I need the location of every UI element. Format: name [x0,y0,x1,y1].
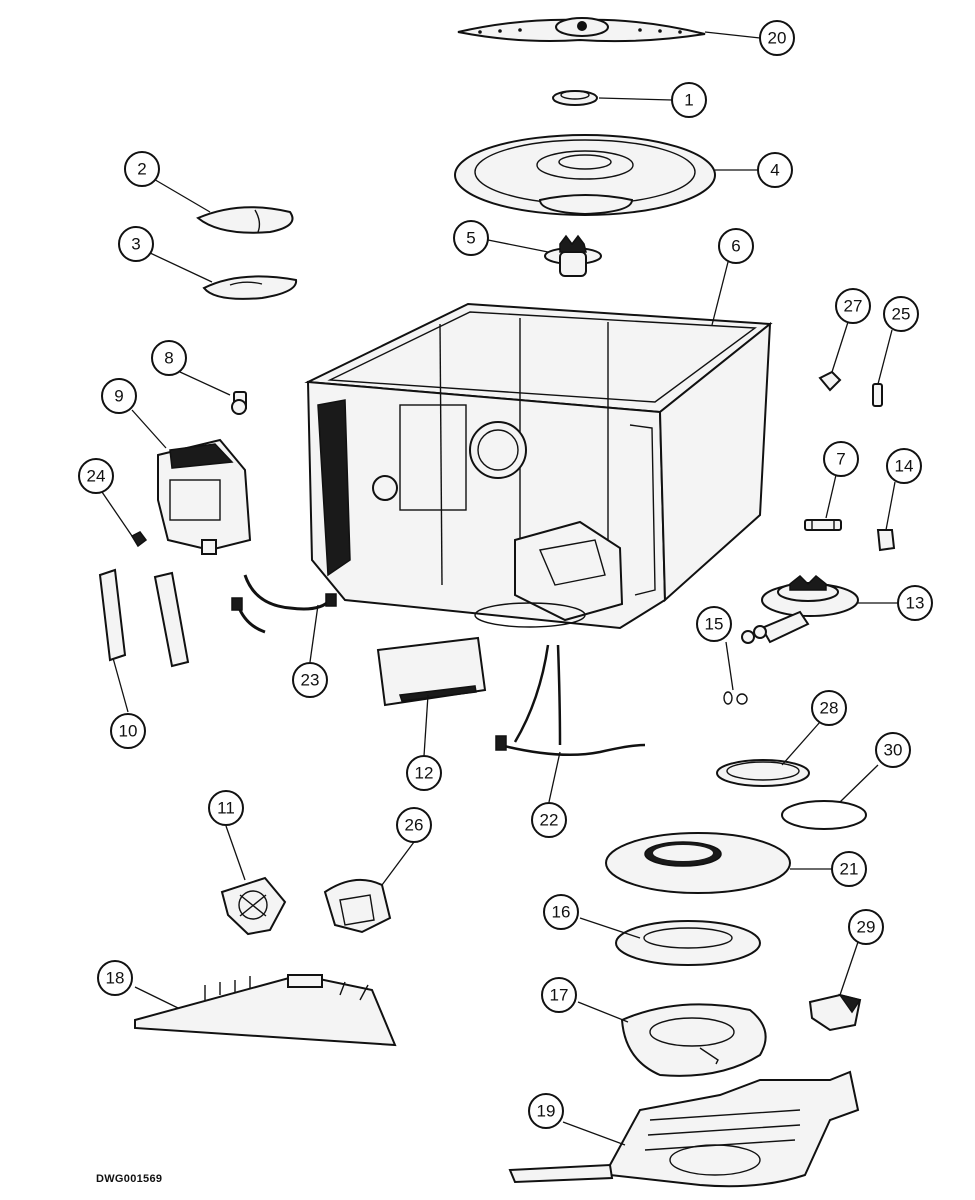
callout-19: 19 [528,1093,564,1129]
part-30-gasket [781,800,867,830]
part-7-hinge-bracket [804,519,842,531]
svg-text:17: 17 [550,986,569,1005]
callout-14: 14 [886,448,922,484]
svg-text:19: 19 [537,1102,556,1121]
part-4-filter-plate [454,134,716,216]
callout-18: 18 [97,960,133,996]
callout-21: 21 [831,851,867,887]
svg-text:1: 1 [684,91,693,110]
svg-text:11: 11 [217,799,235,818]
svg-text:25: 25 [892,305,911,324]
callout-17: 17 [541,977,577,1013]
svg-text:10: 10 [119,722,138,741]
callout-10: 10 [110,713,146,749]
part-28-ring [716,759,810,787]
svg-text:28: 28 [820,699,839,718]
leader-lines [101,31,898,1146]
svg-text:16: 16 [552,903,571,922]
callout-27: 27 [835,288,871,324]
svg-text:5: 5 [466,229,475,248]
callout-1: 1 [671,82,707,118]
svg-text:29: 29 [857,918,876,937]
callout-23: 23 [292,662,328,698]
part-2-cover [196,206,294,234]
svg-text:30: 30 [884,741,903,760]
part-29-cap [808,993,862,1032]
svg-text:2: 2 [137,160,146,179]
svg-text:4: 4 [770,161,779,180]
svg-text:23: 23 [301,671,320,690]
part-20-upper-spray-arm [457,17,706,43]
callout-20: 20 [759,20,795,56]
part-14-clip [876,529,896,552]
svg-text:14: 14 [895,457,914,476]
part-26-vent-housing [323,878,392,934]
svg-text:18: 18 [106,969,125,988]
callout-3: 3 [118,226,154,262]
svg-text:21: 21 [840,860,859,879]
part-15-o-rings [723,691,748,705]
svg-text:27: 27 [844,297,863,316]
svg-text:24: 24 [87,467,106,486]
part-12-control-board [376,636,487,707]
part-21-seal [605,832,791,894]
part-27-small-bracket [818,370,842,392]
svg-text:7: 7 [836,450,845,469]
drawing-id: DWG001569 [96,1173,163,1185]
part-23-wire-harness [231,574,337,634]
callout-25: 25 [883,296,919,332]
part-1-clip-ring [552,90,598,106]
callout-22: 22 [531,802,567,838]
callout-11: 11 [208,790,244,826]
callout-16: 16 [543,894,579,930]
part-6-tub [304,302,773,630]
callout-6: 6 [718,228,754,264]
part-17-sump [620,1003,767,1077]
callout-28: 28 [811,690,847,726]
svg-text:3: 3 [131,235,140,254]
part-16-filter-ring [615,920,761,966]
svg-text:22: 22 [540,811,559,830]
callout-26: 26 [396,807,432,843]
svg-text:15: 15 [705,615,724,634]
svg-text:12: 12 [415,764,434,783]
part-5-pump [544,234,602,277]
callout-13: 13 [897,585,933,621]
callout-24: 24 [78,458,114,494]
part-3-cover [202,275,298,300]
part-18-base-panel [134,973,397,1047]
part-22-wire-lead [495,644,646,757]
callout-8: 8 [151,340,187,376]
callout-2: 2 [124,151,160,187]
callout-9: 9 [101,378,137,414]
svg-text:9: 9 [114,387,123,406]
part-9-dispenser [157,438,252,555]
part-24-clip [130,531,148,548]
callout-15: 15 [696,606,732,642]
callout-29: 29 [848,909,884,945]
callout-5: 5 [453,220,489,256]
svg-text:8: 8 [164,349,173,368]
svg-text:26: 26 [405,816,424,835]
part-25-small-tab [872,383,883,407]
part-13-pump-motor [741,574,859,644]
svg-text:20: 20 [768,29,787,48]
part-11-fan [220,876,287,936]
part-19-base-pan [508,1070,860,1188]
callout-7: 7 [823,441,859,477]
svg-text:6: 6 [731,237,740,256]
callout-12: 12 [406,755,442,791]
part-10-brackets [98,568,190,668]
svg-text:13: 13 [906,594,925,613]
callout-4: 4 [757,152,793,188]
part-8-button [231,391,247,415]
callout-30: 30 [875,732,911,768]
